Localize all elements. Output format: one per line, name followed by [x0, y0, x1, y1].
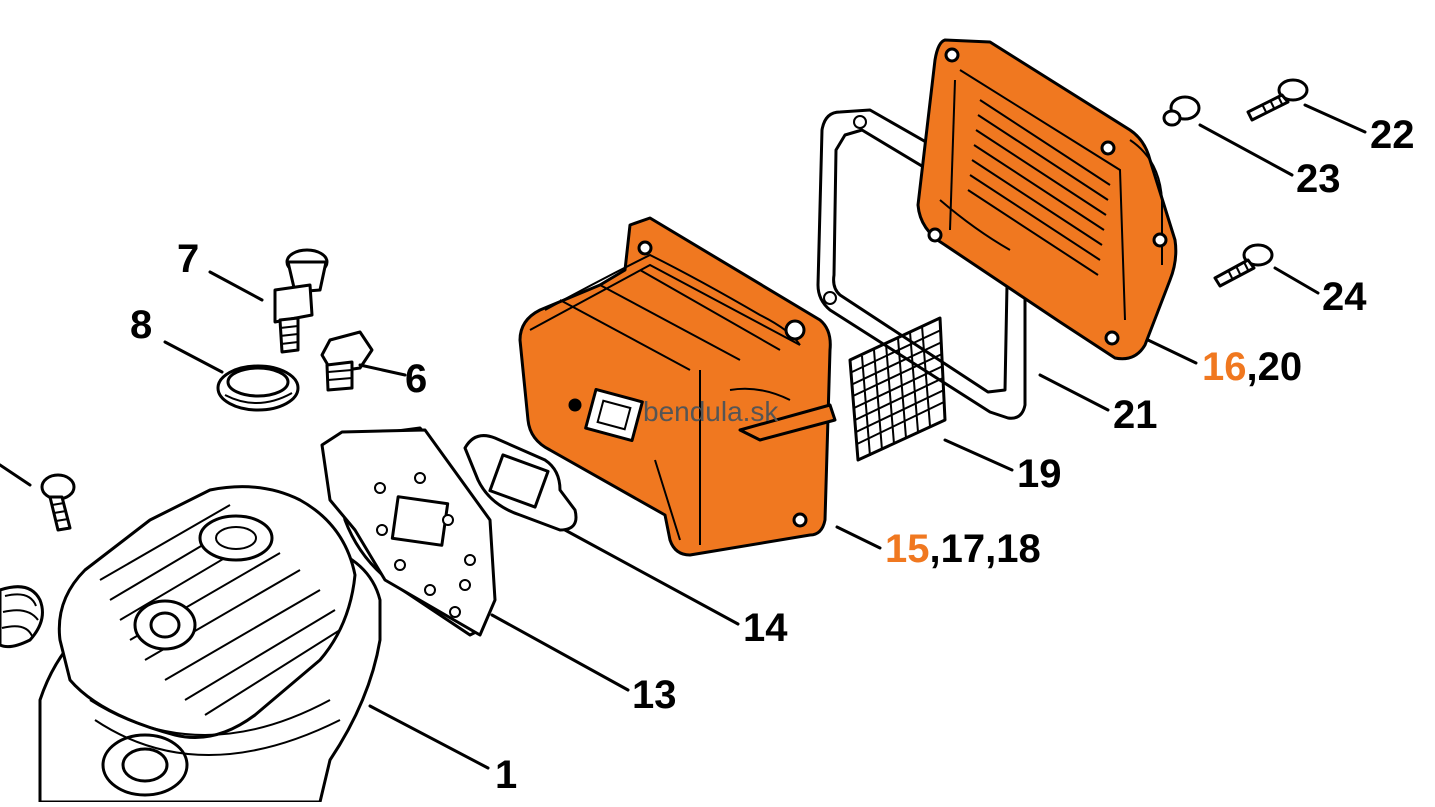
label-15-17-18: 15,17,18: [885, 527, 1041, 571]
label-21: 21: [1113, 393, 1158, 437]
leader-lines: [163, 103, 1367, 770]
label-19: 19: [1017, 452, 1062, 496]
part-7-valve: [273, 248, 329, 354]
part-15-muffler: [518, 216, 837, 557]
part-24-screw: [1213, 243, 1274, 288]
label-16: 16: [1202, 345, 1247, 389]
part-23-nut: [1162, 95, 1201, 127]
label-6: 6: [405, 357, 427, 401]
label-20: ,20: [1247, 345, 1303, 389]
label-13: 13: [632, 673, 677, 717]
part-8-ring: [216, 364, 300, 412]
callout-labels: 7 8 6 1 13 14 15,17,18 19 21 16,20 22 23…: [130, 113, 1415, 797]
label-14: 14: [743, 606, 788, 650]
label-7: 7: [177, 237, 199, 281]
label-8: 8: [130, 303, 152, 347]
part-16-cover: [916, 38, 1178, 361]
label-23: 23: [1296, 157, 1341, 201]
watermark-text: bendula.sk: [643, 396, 779, 427]
part-19-screen: [848, 316, 947, 462]
left-spring: [0, 585, 44, 649]
part-13-plate: [320, 426, 497, 637]
label-1: 1: [495, 753, 517, 797]
part-1-cylinder: [38, 485, 382, 804]
label-22: 22: [1370, 113, 1415, 157]
part-14-gasket: [463, 434, 578, 532]
label-16-20: 16,20: [1202, 345, 1302, 389]
label-15: 15: [885, 527, 930, 571]
label-17-18: ,17,18: [930, 527, 1041, 571]
part-6-plug: [320, 330, 374, 392]
part-22-screw: [1246, 78, 1309, 122]
left-screw: [0, 463, 76, 532]
label-24: 24: [1322, 275, 1367, 319]
